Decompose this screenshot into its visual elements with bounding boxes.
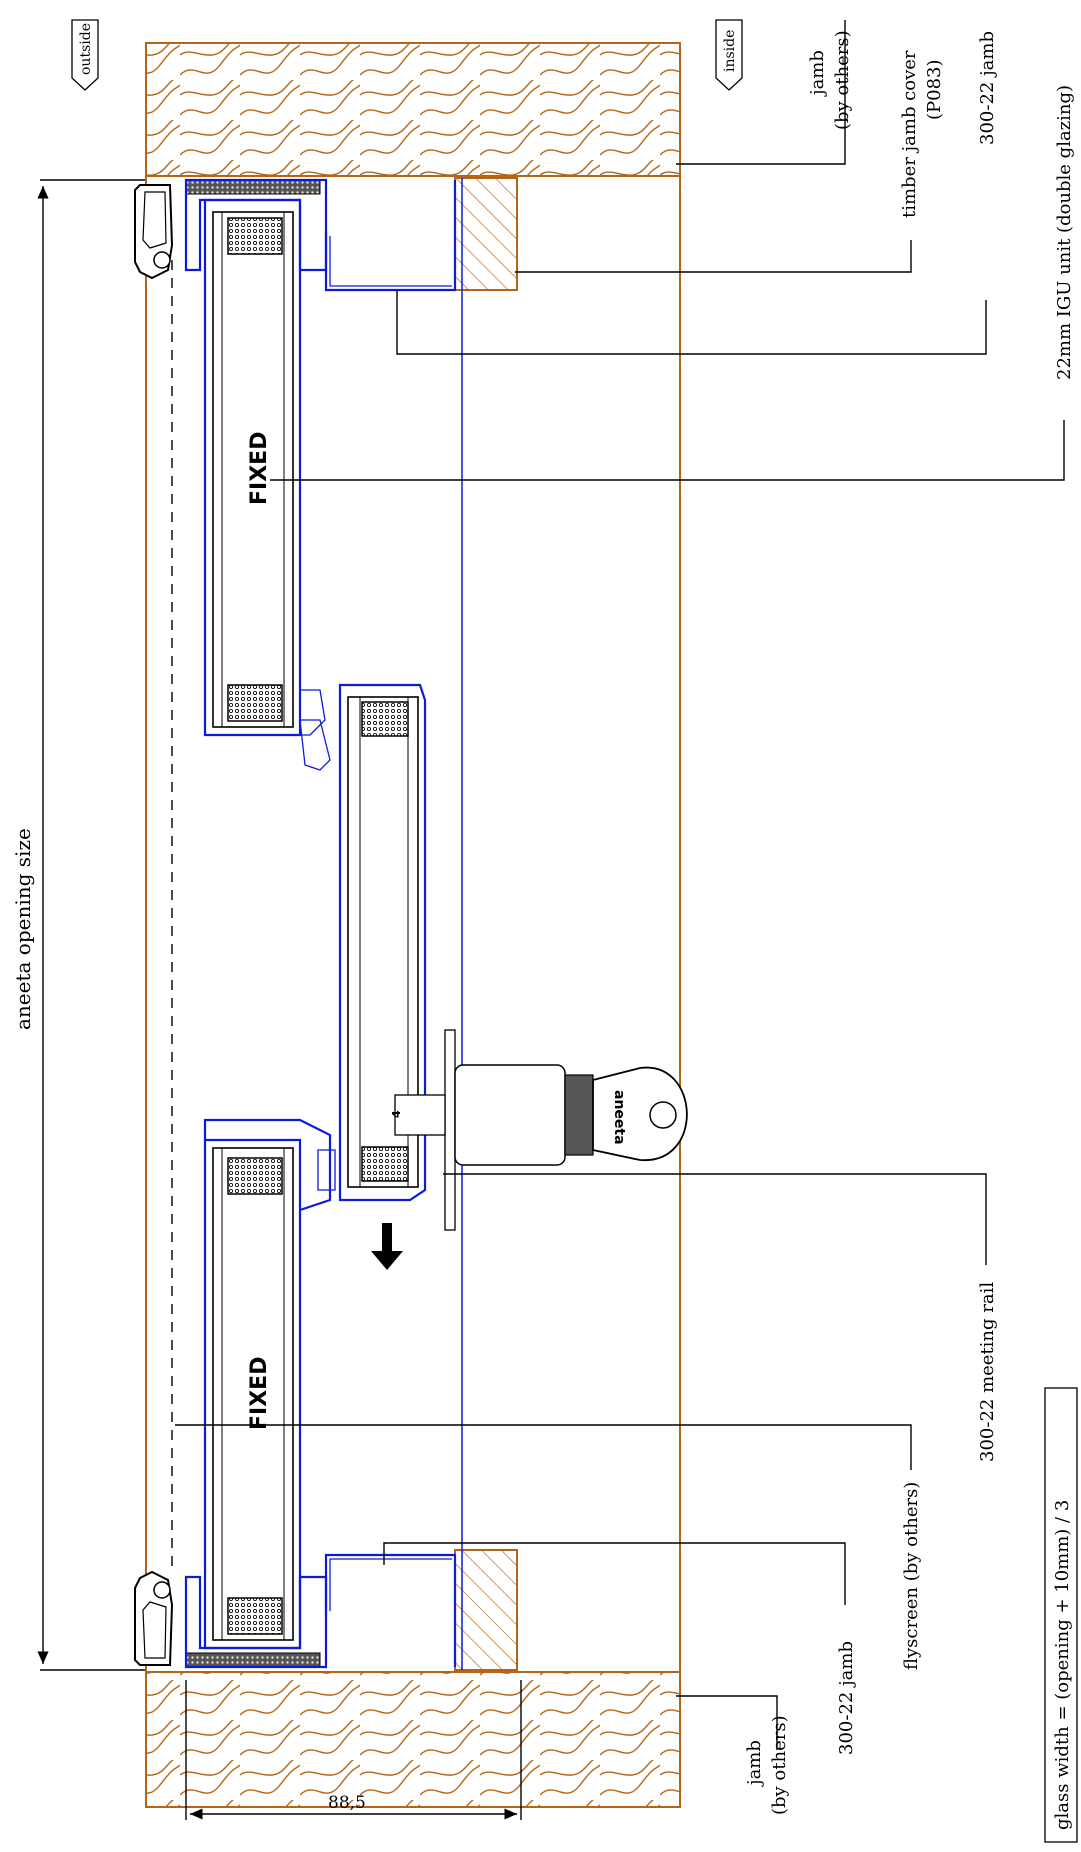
outside-tag: outside xyxy=(71,19,99,91)
opening-size-label: aneeta opening size xyxy=(11,828,35,1030)
lock-assembly: 4 aneeta xyxy=(390,1029,688,1231)
fixed-label-top: FIXED xyxy=(247,432,272,505)
leader-lines xyxy=(175,20,1065,1750)
fixed-panel-bottom xyxy=(203,1138,302,1650)
slide-direction-arrow xyxy=(371,1223,403,1270)
key-brand-text: aneeta xyxy=(611,1090,627,1145)
meeting-rail-label: 300-22 meeting rail xyxy=(977,1282,998,1462)
timber-jamb-cover-top xyxy=(454,177,518,291)
lock-mark: 4 xyxy=(390,1110,403,1118)
jamb-300-bottom-label: 300-22 jamb xyxy=(836,1641,857,1755)
jamb-top-label-1: jamb xyxy=(807,50,828,97)
jamb-bottom-label-2: (by others) xyxy=(769,1715,790,1815)
timber-jamb-top xyxy=(145,42,681,177)
flyscreen-frame-top xyxy=(134,184,174,280)
timber-cover-label-1: timber jamb cover xyxy=(899,50,920,218)
fixed-label-bottom: FIXED xyxy=(247,1357,272,1430)
width-dimension xyxy=(185,1680,522,1820)
igu-label: 22mm IGU unit (double glazing) xyxy=(1054,85,1075,380)
opening-size-dimension xyxy=(37,179,145,1671)
inside-tag: inside xyxy=(715,19,743,91)
glass-width-formula: glass width = (opening + 10mm) / 3 xyxy=(1044,1387,1078,1843)
svg-text:inside: inside xyxy=(722,30,738,72)
timber-jamb-bottom xyxy=(145,1671,681,1808)
timber-jamb-cover-bottom xyxy=(454,1549,518,1671)
svg-text:glass width = (opening + 10mm): glass width = (opening + 10mm) / 3 xyxy=(1052,1500,1073,1830)
timber-cover-label-2: (P083) xyxy=(924,59,945,120)
jamb-300-top-label: 300-22 jamb xyxy=(977,31,998,145)
flyscreen-label: flyscreen (by others) xyxy=(901,1482,922,1670)
jamb-bottom-label-1: jamb xyxy=(744,1740,765,1787)
svg-text:outside: outside xyxy=(78,23,94,75)
jamb-top-label-2: (by others) xyxy=(832,30,853,130)
flyscreen-frame-bottom xyxy=(134,1570,174,1666)
width-dimension-label: 88,5 xyxy=(328,1793,366,1813)
fixed-panel-top xyxy=(203,198,326,737)
meeting-rail xyxy=(203,719,336,1212)
